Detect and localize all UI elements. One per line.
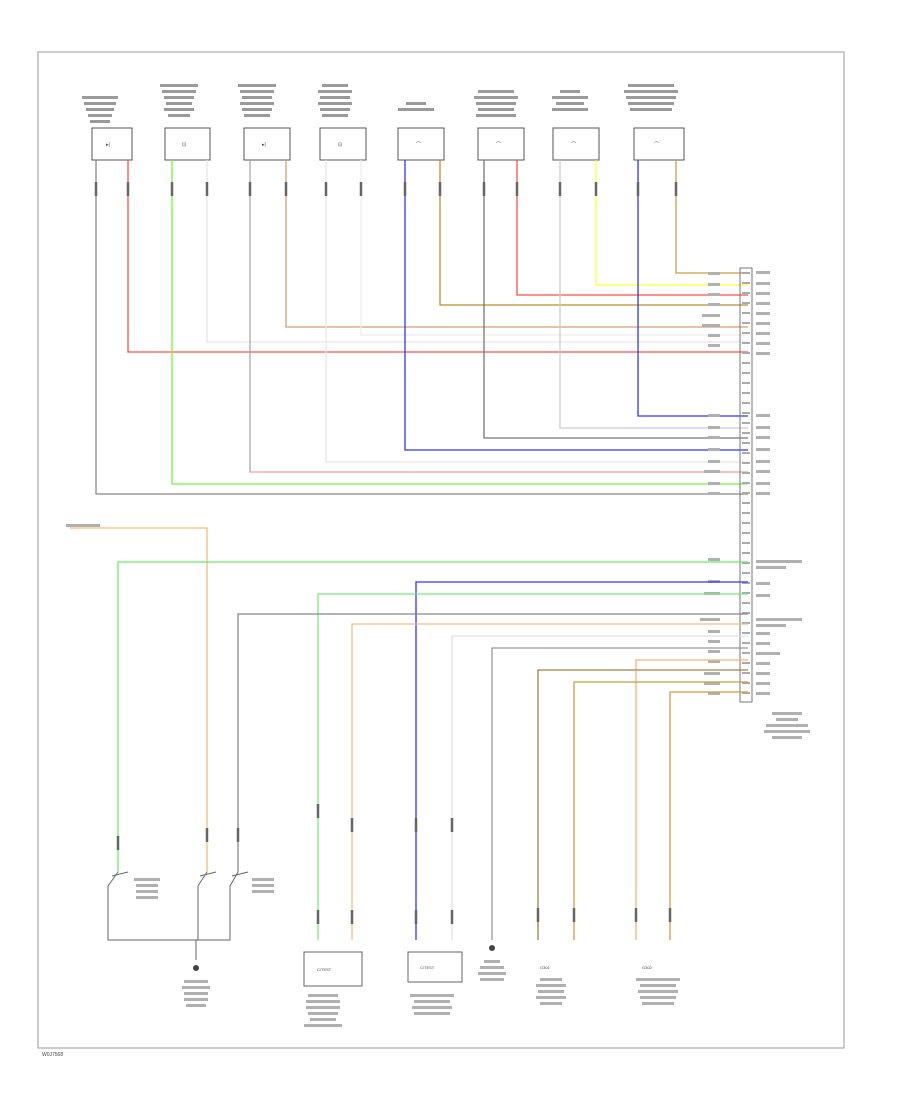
pressure-sensor-icon: ⌒	[416, 142, 421, 148]
wire-white	[206, 160, 748, 343]
wire-lightgray	[559, 160, 748, 429]
wire-tan	[537, 669, 748, 940]
component-box-8	[633, 127, 685, 161]
wire-darkgray	[483, 160, 748, 439]
switch-labels	[134, 878, 274, 1007]
wire-white	[360, 160, 748, 336]
resistor-icon: ⊡	[338, 142, 342, 148]
wire-white	[451, 635, 748, 940]
diagram-frame	[37, 51, 845, 1049]
component-box-5	[397, 127, 445, 161]
component-code-1: C/TEST	[317, 967, 332, 972]
component-box-7	[552, 127, 600, 161]
wire-orange	[635, 659, 748, 940]
footer-code: W0J7568	[42, 1052, 63, 1058]
wire-gray	[237, 613, 748, 872]
wire-tan	[573, 681, 748, 940]
wire-white	[325, 160, 748, 463]
pressure-sensor-icon: ⌒	[496, 142, 501, 148]
wire-blue	[637, 160, 748, 417]
ground-icon	[193, 965, 199, 971]
component-code-2: C/TEST	[420, 965, 435, 970]
wire-gray	[249, 160, 748, 473]
wire-blue	[404, 160, 748, 451]
component-box-2	[164, 127, 211, 161]
wire-orange	[285, 160, 748, 328]
wire-red	[516, 160, 748, 296]
wire-green	[317, 593, 748, 940]
diode-icon: ▸|	[106, 142, 110, 148]
wire-orange-left	[70, 527, 208, 872]
top-components	[91, 127, 685, 161]
switch-assembly	[107, 871, 249, 960]
wire-tan	[669, 691, 748, 940]
component-box-1	[91, 127, 133, 161]
component-box-4	[319, 127, 367, 161]
top-component-symbols: ▸| ⊡ ▸| ⊡ ⌒ ⌒ ⌒ ⌒	[106, 142, 659, 148]
wire-gray	[95, 160, 748, 495]
component-code-3: G301	[540, 965, 551, 970]
wire-tan	[675, 160, 748, 274]
diode-icon: ▸|	[262, 142, 266, 148]
wire-orange	[351, 623, 748, 940]
resistor-icon: ⊡	[182, 142, 186, 148]
pressure-sensor-icon: ⌒	[654, 142, 659, 148]
wire-green	[171, 160, 748, 485]
wire-gray	[491, 647, 748, 940]
bottom-labels	[66, 524, 680, 1027]
wire-yellow	[595, 160, 748, 286]
top-wires	[95, 160, 748, 495]
top-labels	[82, 84, 678, 123]
component-box-6	[477, 127, 525, 161]
wire-tan	[439, 160, 748, 306]
lower-wires	[70, 527, 748, 940]
wire-green	[117, 561, 748, 872]
lower-connector-stubs	[116, 804, 672, 924]
pressure-sensor-icon: ⌒	[571, 142, 576, 148]
component-box-3	[243, 127, 291, 161]
component-code-4: G302	[642, 965, 653, 970]
control-module-connector	[700, 267, 810, 739]
ground-icon	[489, 945, 495, 951]
top-connector-stubs	[94, 182, 678, 196]
sensor-box-driver	[303, 951, 363, 987]
sensor-box-passenger	[407, 951, 463, 983]
wire-red	[127, 160, 748, 353]
